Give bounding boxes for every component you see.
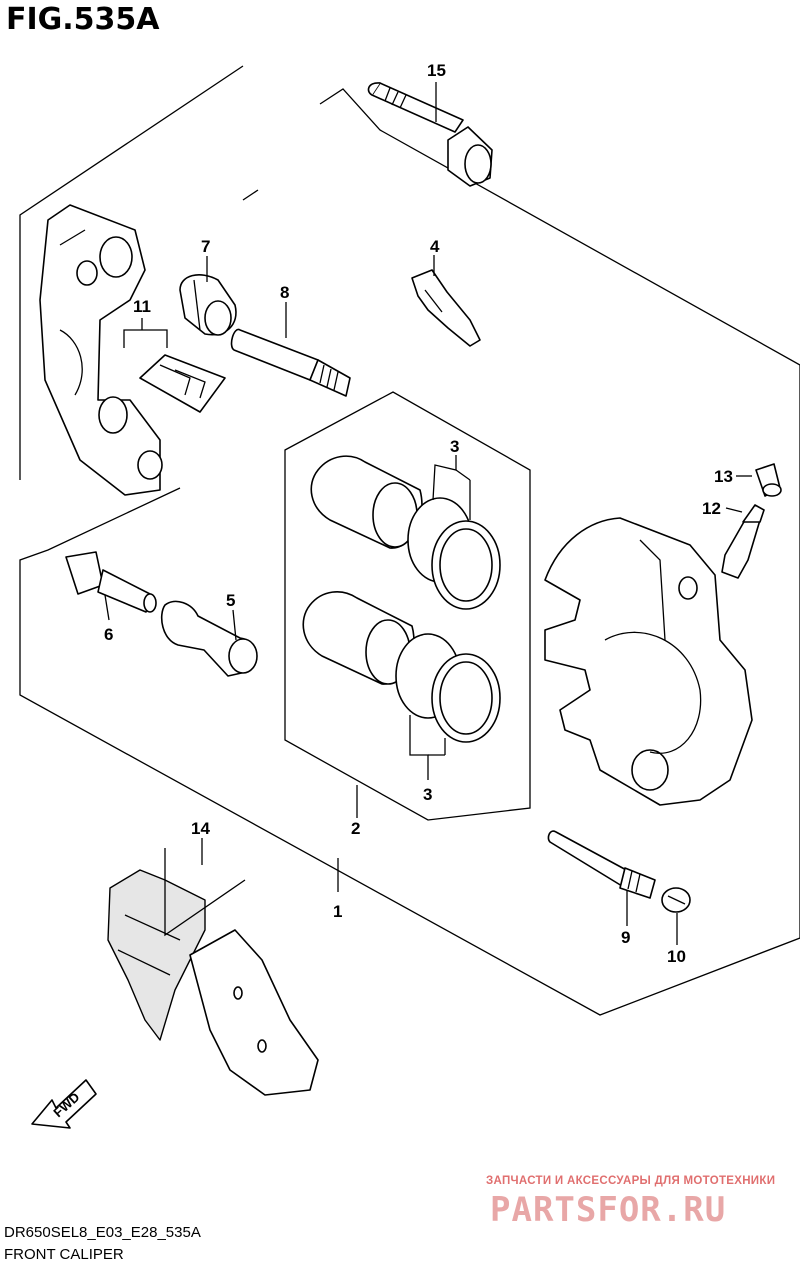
part-9-pin [547,830,656,899]
callout-6: 6 [104,625,113,644]
callout-5: 5 [226,591,235,610]
piston-upper [310,455,501,610]
caliper-body [544,517,753,806]
fwd-arrow-icon: FWD [31,1079,97,1129]
part-7-boot [179,274,237,336]
part-12-bleeder [721,504,765,579]
piston-lower [302,591,501,743]
callout-4: 4 [430,237,440,256]
callout-13: 13 [714,467,733,486]
callout-15: 15 [427,61,446,80]
assembly-boundary-top [19,65,244,480]
watermark-logo: PARTSFOR.RU [490,1190,727,1230]
callout-8: 8 [280,283,289,302]
part-5-boot [161,600,258,677]
callout-7: 7 [201,237,210,256]
assembly-boundary [19,88,800,1016]
watermark-tagline: ЗАПЧАСТИ И АКСЕССУАРЫ ДЛЯ МОТОТЕХНИКИ [486,1175,776,1187]
part-15-bolt [367,82,493,187]
part-4-pad-clip [411,269,481,347]
leader-lines [104,82,752,945]
callout-9: 9 [621,928,630,947]
diagram-name: FRONT CALIPER [4,1246,124,1263]
callout-11: 11 [133,297,151,316]
part-6-pin [65,551,157,613]
part-14-pad-set [107,848,319,1096]
callout-3-top: 3 [450,437,459,456]
callout-14: 14 [191,819,210,838]
figure-title: FIG.535A [6,2,160,37]
callout-3-bottom: 3 [423,785,432,804]
part-8-pin [230,328,351,397]
part-13-cap [755,463,782,497]
piston-kit-boundary [284,391,531,821]
callout-10: 10 [667,947,686,966]
callout-1: 1 [333,902,342,921]
caliper-bracket [39,204,163,496]
diagram-code: DR650SEL8_E03_E28_535A [4,1224,201,1241]
callout-2: 2 [351,819,360,838]
part-10-cap [661,887,691,913]
callout-12: 12 [702,499,721,518]
part-11-pad-spring [139,354,226,413]
